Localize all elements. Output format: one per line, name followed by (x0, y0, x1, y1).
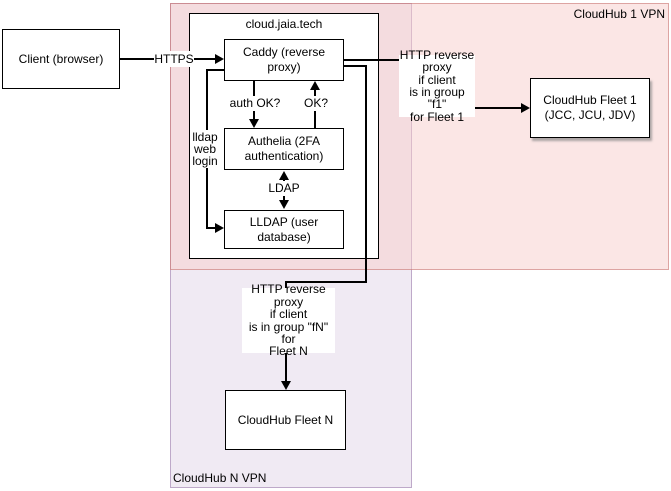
edge-fleet1-line-a (344, 59, 440, 61)
edge-label-ok: OK? (302, 96, 330, 111)
edge-label-fleetn-proxy: HTTP reverse proxy if client is in group… (242, 283, 335, 358)
edge-ldap-arrowhead-down-icon (279, 200, 289, 209)
edge-label-fleet1-proxy: HTTP reverse proxy if client is in group… (399, 47, 475, 124)
edge-fleetn-line-b (365, 65, 367, 282)
edge-auth-ok-arrowhead-icon (249, 119, 259, 128)
edge-lldap-login-line-bottom (206, 227, 216, 229)
edge-lldap-login-line-top (206, 69, 224, 71)
container-cloud-jaia-tech-title: cloud.jaia.tech (245, 17, 323, 31)
edge-https-arrowhead-icon (215, 54, 224, 64)
edge-label-https: HTTPS (154, 51, 194, 67)
edge-ok-arrowhead-icon (310, 81, 320, 90)
node-authelia-2fa: Authelia (2FA authentication) (224, 128, 344, 170)
node-client-browser: Client (browser) (2, 29, 120, 89)
edge-lldap-login-arrowhead-icon (215, 223, 224, 233)
edge-label-auth-ok: auth OK? (229, 96, 281, 111)
node-caddy-reverse-proxy: Caddy (reverse proxy) (224, 39, 344, 81)
edge-fleetn-line-c (285, 281, 367, 283)
edge-fleetn-line-a (344, 65, 367, 67)
cloudhub-n-vpn-label: CloudHub N VPN (173, 471, 267, 485)
node-cloudhub-fleet-1: CloudHub Fleet 1 (JCC, JCU, JDV) (530, 78, 650, 138)
edge-fleet1-arrowhead-icon (521, 103, 530, 113)
cloudhub-1-vpn-label: CloudHub 1 VPN (573, 7, 665, 21)
edge-label-ldap: LDAP (267, 181, 301, 196)
node-cloudhub-fleet-n: CloudHub Fleet N (225, 390, 346, 450)
edge-label-lldap-web-login: lldap web login (190, 130, 220, 168)
edge-fleetn-arrowhead-icon (281, 381, 291, 390)
edge-fleet1-line-c (439, 107, 522, 109)
node-lldap-user-database: LLDAP (user database) (224, 210, 344, 249)
edge-ldap-arrowhead-up-icon (279, 171, 289, 180)
